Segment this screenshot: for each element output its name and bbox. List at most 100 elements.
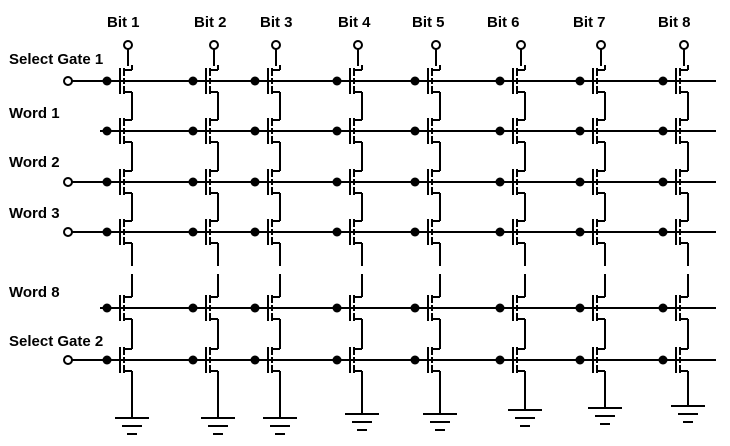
gate-node-dot — [250, 355, 260, 365]
gate-node-dot — [102, 76, 112, 86]
gate-line — [63, 76, 716, 86]
gate-node-dot — [658, 355, 668, 365]
mosfet-transistor-icon — [250, 344, 281, 376]
gate-node-dot — [575, 303, 585, 313]
bit-label: Bit 2 — [194, 14, 227, 31]
mosfet-transistor-icon — [410, 216, 441, 248]
gate-node-dot — [250, 76, 260, 86]
gate-node-dot — [410, 177, 420, 187]
gate-node-dot — [102, 303, 112, 313]
ground-symbol-icon — [201, 417, 235, 435]
gate-node-dot — [250, 227, 260, 237]
bit-column — [332, 40, 379, 431]
open-terminal-icon — [63, 355, 73, 365]
open-terminal-icon — [63, 76, 73, 86]
mosfet-transistor-icon — [575, 292, 606, 324]
mosfet-transistor-icon — [575, 166, 606, 198]
bit-column — [495, 40, 542, 427]
bit-label: Bit 1 — [107, 14, 140, 31]
ground-symbol-icon — [263, 417, 297, 435]
mosfet-transistor-icon — [102, 344, 133, 376]
bit-label: Bit 4 — [338, 14, 371, 31]
open-terminal-icon — [353, 40, 363, 50]
mosfet-transistor-icon — [102, 292, 133, 324]
gate-node-dot — [495, 355, 505, 365]
select-gate-label: Select Gate 1 — [9, 51, 103, 68]
bit-label: Bit 7 — [573, 14, 606, 31]
bit-label: Bit 5 — [412, 14, 445, 31]
mosfet-transistor-icon — [658, 115, 689, 147]
mosfet-transistor-icon — [250, 115, 281, 147]
mosfet-transistor-icon — [575, 115, 606, 147]
ground-symbol-icon — [588, 407, 622, 425]
gate-node-dot — [575, 177, 585, 187]
mosfet-transistor-icon — [410, 65, 441, 97]
gate-node-dot — [102, 355, 112, 365]
gate-node-dot — [332, 227, 342, 237]
bit-column — [102, 40, 149, 435]
mosfet-transistor-icon — [658, 292, 689, 324]
mosfet-transistor-icon — [410, 292, 441, 324]
gate-node-dot — [495, 177, 505, 187]
mosfet-transistor-icon — [575, 344, 606, 376]
mosfet-transistor-icon — [495, 344, 526, 376]
bit-label: Bit 8 — [658, 14, 691, 31]
bit-label: Bit 6 — [487, 14, 520, 31]
gate-node-dot — [188, 355, 198, 365]
gate-node-dot — [102, 227, 112, 237]
ground-symbol-icon — [115, 417, 149, 435]
gate-node-dot — [495, 126, 505, 136]
bit-column — [575, 40, 622, 425]
mosfet-transistor-icon — [658, 216, 689, 248]
gate-node-dot — [410, 355, 420, 365]
gate-node-dot — [658, 76, 668, 86]
word-line-label: Word 3 — [9, 205, 60, 222]
gate-node-dot — [332, 126, 342, 136]
mosfet-transistor-icon — [495, 166, 526, 198]
mosfet-transistor-icon — [575, 216, 606, 248]
gate-node-dot — [250, 177, 260, 187]
mosfet-transistor-icon — [250, 166, 281, 198]
gate-node-dot — [332, 355, 342, 365]
word-line-label: Word 8 — [9, 284, 60, 301]
mosfet-transistor-icon — [410, 166, 441, 198]
gate-node-dot — [332, 177, 342, 187]
gate-node-dot — [495, 227, 505, 237]
open-terminal-icon — [679, 40, 689, 50]
mosfet-transistor-icon — [410, 115, 441, 147]
gate-node-dot — [658, 227, 668, 237]
gate-node-dot — [102, 126, 112, 136]
mosfet-transistor-icon — [332, 292, 363, 324]
gate-line — [63, 355, 716, 365]
gate-node-dot — [658, 177, 668, 187]
gate-node-dot — [188, 126, 198, 136]
bit-column — [658, 40, 705, 423]
gate-node-dot — [495, 303, 505, 313]
mosfet-transistor-icon — [495, 292, 526, 324]
gate-node-dot — [188, 227, 198, 237]
open-terminal-icon — [596, 40, 606, 50]
mosfet-transistor-icon — [332, 166, 363, 198]
gate-node-dot — [410, 303, 420, 313]
gate-node-dot — [332, 303, 342, 313]
mosfet-transistor-icon — [495, 115, 526, 147]
bit-column — [410, 40, 457, 431]
gate-node-dot — [575, 76, 585, 86]
mosfet-transistor-icon — [188, 344, 219, 376]
mosfet-transistor-icon — [102, 166, 133, 198]
mosfet-transistor-icon — [250, 292, 281, 324]
circuit-wires — [63, 40, 716, 435]
gate-node-dot — [188, 303, 198, 313]
open-terminal-icon — [516, 40, 526, 50]
gate-node-dot — [188, 177, 198, 187]
open-terminal-icon — [63, 227, 73, 237]
mosfet-transistor-icon — [332, 65, 363, 97]
mosfet-transistor-icon — [332, 344, 363, 376]
open-terminal-icon — [123, 40, 133, 50]
mosfet-transistor-icon — [575, 65, 606, 97]
gate-node-dot — [410, 227, 420, 237]
mosfet-transistor-icon — [658, 344, 689, 376]
gate-node-dot — [575, 126, 585, 136]
